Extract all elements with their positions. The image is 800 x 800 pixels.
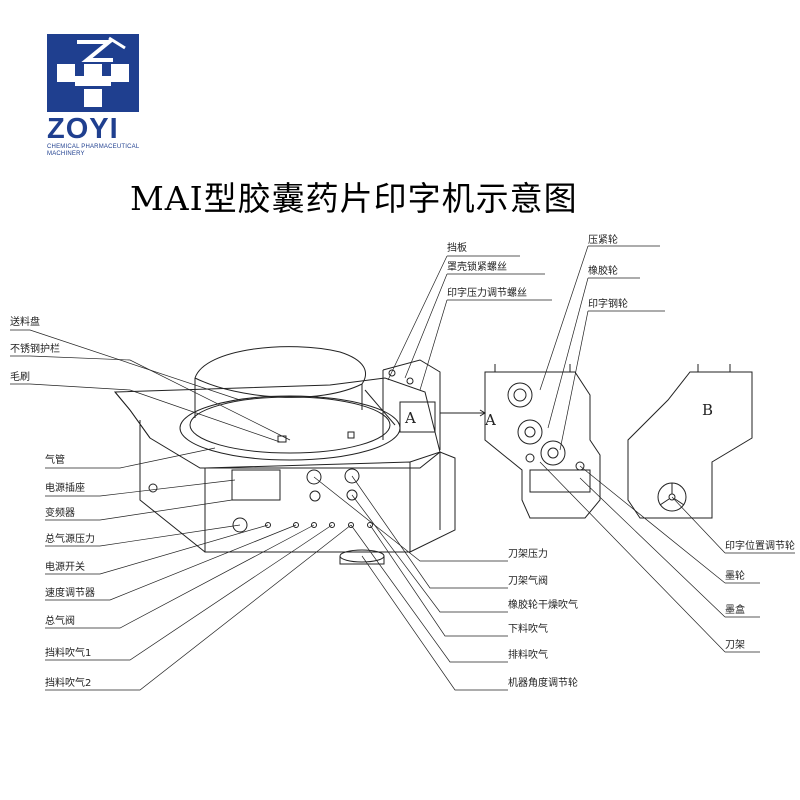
label-molun: 墨轮 <box>725 571 745 582</box>
label-paoliao: 排料吹气 <box>508 650 548 661</box>
label-dangliao-2: 挡料吹气2 <box>45 678 92 689</box>
label-jiqi-jiaodu: 机器角度调节轮 <box>508 678 578 689</box>
label-xiangjiaolun-gan: 橡胶轮干燥吹气 <box>508 600 578 611</box>
view-a-arrowhead <box>479 409 486 417</box>
label-dangliao-1: 挡料吹气1 <box>45 648 92 659</box>
label-yajinlun: 压紧轮 <box>588 235 618 246</box>
label-daojia: 刀架 <box>725 640 745 651</box>
zoyi-logo: ZOYI CHEMICAL PHARMACEUTICAL MACHINERY <box>47 34 143 158</box>
logo-mark-icon <box>47 34 139 112</box>
letter-b-view: B <box>702 401 713 419</box>
label-maoshua: 毛刷 <box>10 372 30 383</box>
label-qiguan: 气管 <box>45 455 65 466</box>
label-songliaopan: 送料盘 <box>10 317 40 328</box>
label-xiangjiaolun: 橡胶轮 <box>588 266 618 277</box>
label-bianpinqi: 变频器 <box>45 508 75 519</box>
letter-a-on-machine: A <box>404 409 416 427</box>
label-daojia-qifa: 刀架气阀 <box>508 576 548 587</box>
label-zongqiyuan: 总气源压力 <box>45 534 95 545</box>
label-sudu: 速度调节器 <box>45 588 95 599</box>
main-machine <box>113 346 456 565</box>
logo-subtitle-2: MACHINERY <box>47 151 85 157</box>
letter-a-arrow: A <box>484 411 496 429</box>
logo-subtitle-1: CHEMICAL PHARMACEUTICAL <box>47 144 140 150</box>
label-zongqifa: 总气阀 <box>45 616 75 627</box>
label-mohe: 墨盒 <box>725 605 745 616</box>
label-yinzi-ganglun: 印字钢轮 <box>588 299 628 310</box>
label-dangban: 挡板 <box>447 243 467 254</box>
view-a-drawing <box>484 364 601 519</box>
label-buxiugang: 不锈钢护栏 <box>10 344 60 355</box>
view-b-drawing <box>627 364 753 519</box>
label-dianyuan-kaiguan: 电源开关 <box>45 562 85 573</box>
leader-lines <box>10 245 795 691</box>
label-daojia-yali: 刀架压力 <box>508 549 548 560</box>
logo-brand: ZOYI <box>47 113 119 145</box>
label-dianyuan-chazuo: 电源插座 <box>45 483 85 494</box>
label-zhaoke: 罩壳锁紧螺丝 <box>447 262 507 273</box>
page-title: MAI型胶囊药片印字机示意图 <box>130 179 578 218</box>
label-yinzi-weizhi: 印字位置调节轮 <box>725 541 795 552</box>
label-yinzi-yali: 印字压力调节螺丝 <box>447 288 527 299</box>
label-xialiao: 下料吹气 <box>508 624 548 635</box>
